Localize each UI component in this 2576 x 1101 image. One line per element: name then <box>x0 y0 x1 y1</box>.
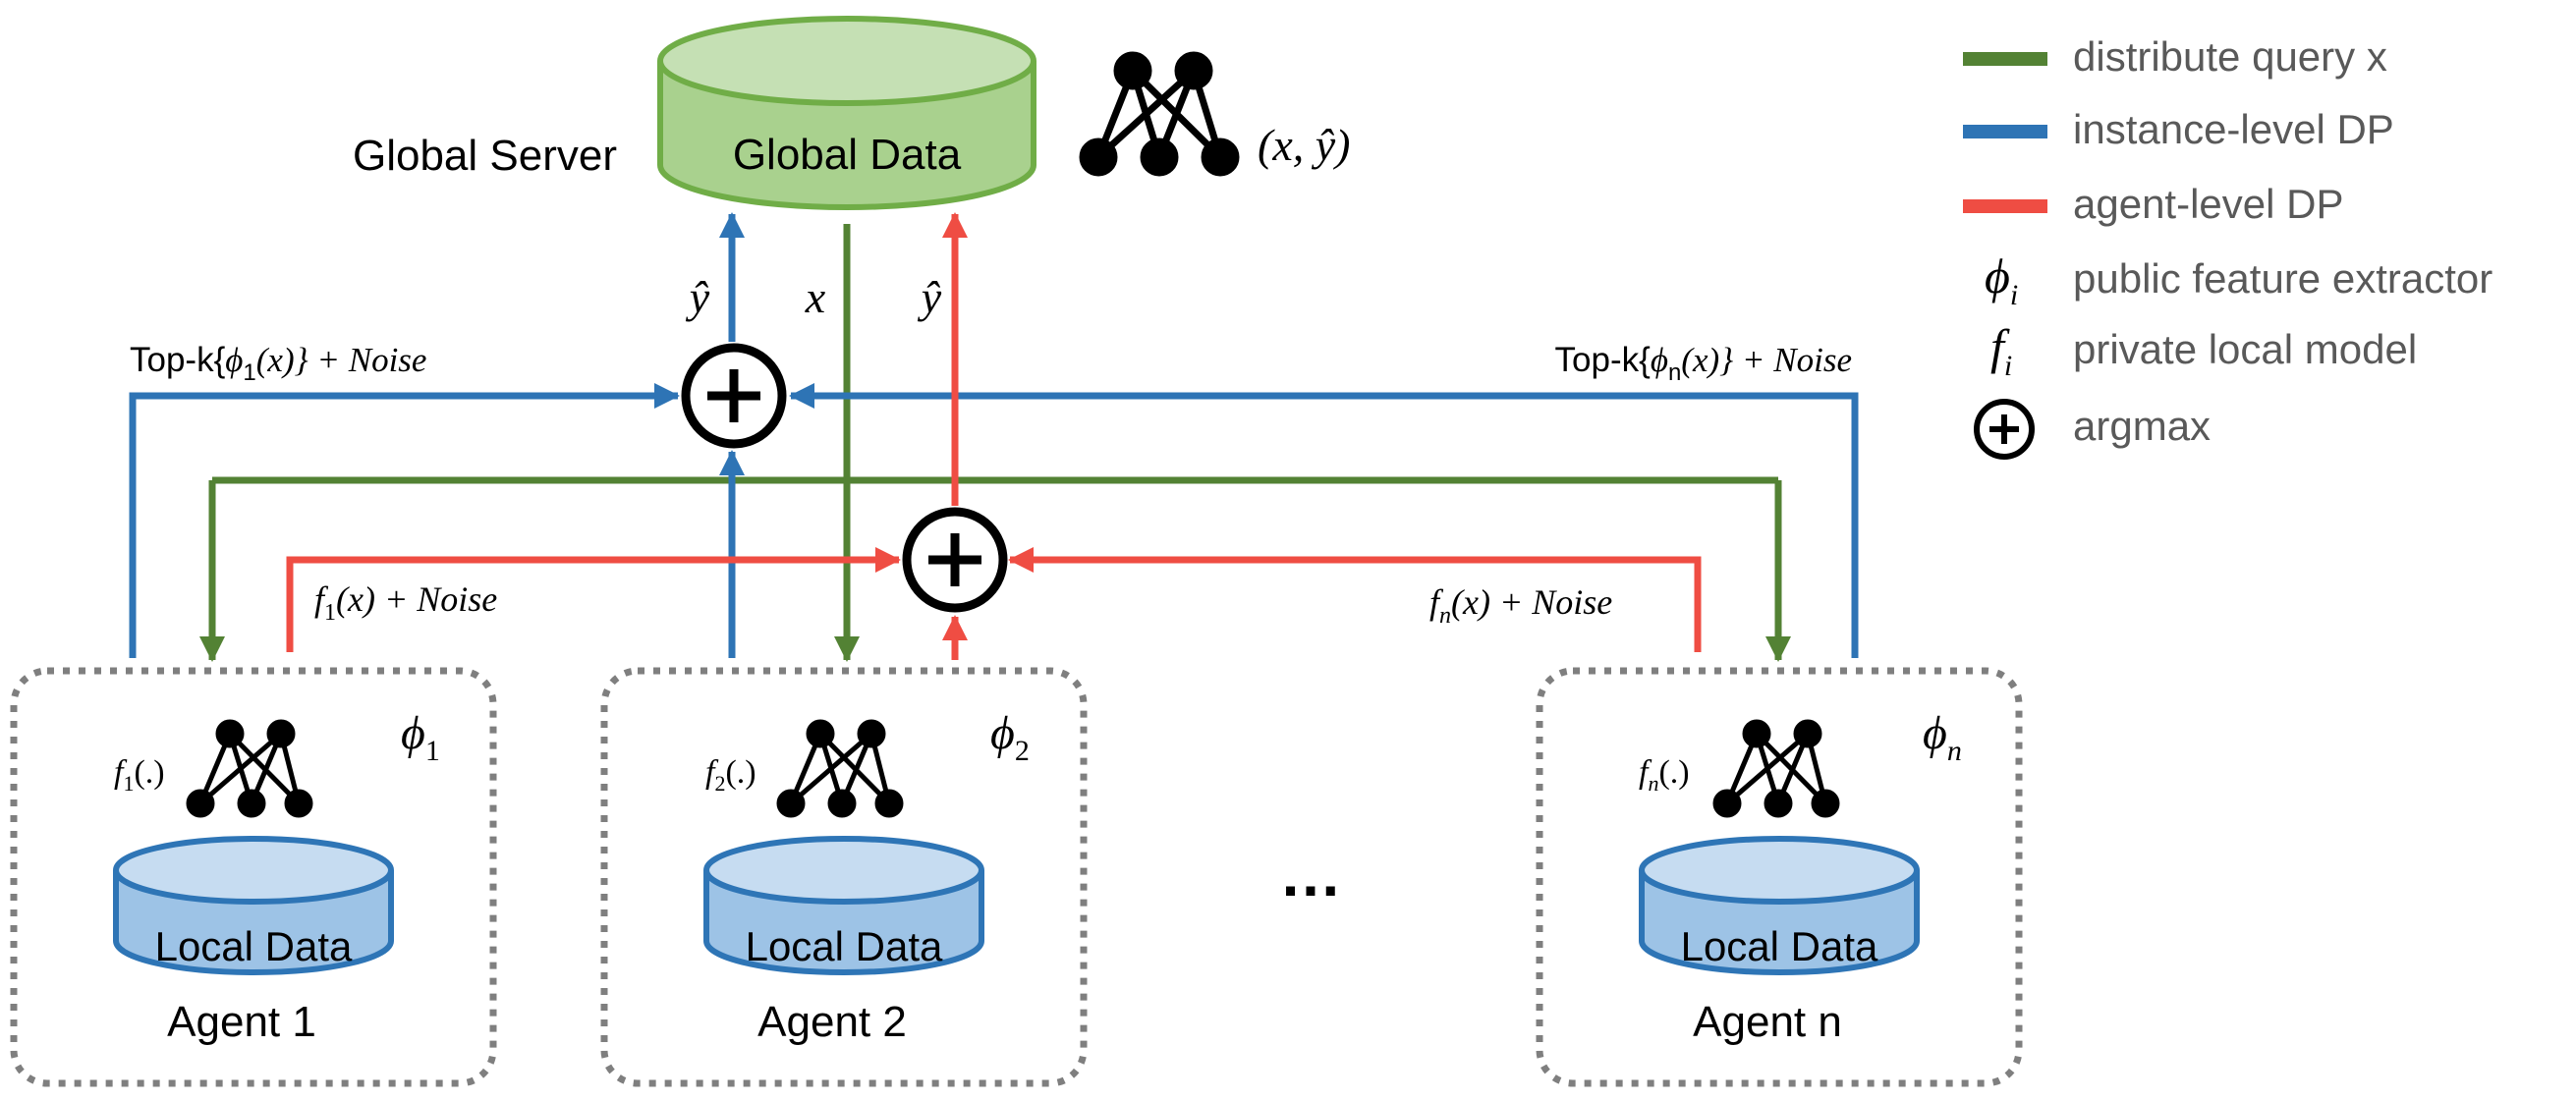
agent-box-n <box>1536 667 2023 1087</box>
red-arrow-agent1 <box>286 547 901 652</box>
blue-instance-lines <box>129 212 1859 658</box>
local-data-label: Local Data <box>155 923 353 969</box>
agent-n: ϕn fn(.) Local Data Agent n <box>1639 707 1962 1046</box>
local-data-cylinder: Local Data <box>703 836 984 975</box>
network-icon-global <box>1079 51 1240 177</box>
legend-item-distribute-query: distribute query x <box>1963 33 2387 80</box>
topk-left-label: Top-k{ϕ1(x)} + Noise <box>130 341 426 386</box>
global-server-label: Global Server <box>353 132 617 180</box>
agent-box-border <box>10 667 497 1087</box>
plus-icon <box>707 369 760 422</box>
legend-symbol-f: fi <box>1990 319 2012 382</box>
legend-label: private local model <box>2073 326 2417 372</box>
legend-label: agent-level DP <box>2073 181 2343 227</box>
legend-label: public feature extractor <box>2073 255 2492 302</box>
plus-icon <box>928 533 981 586</box>
local-data-label: Local Data <box>746 923 943 969</box>
legend: distribute query x instance-level DP age… <box>1963 33 2492 460</box>
ellipsis: … <box>1279 839 1342 909</box>
f-label: fn(.) <box>1639 754 1690 796</box>
yhat-label-red: ŷ <box>918 272 942 322</box>
red-arrow-agentn <box>1008 547 1702 652</box>
topk-right-label: Top-k{ϕn(x)} + Noise <box>1555 341 1852 386</box>
global-data-cylinder: Global Data <box>657 16 1036 210</box>
phi-label: ϕ1 <box>401 707 440 767</box>
agent-1: ϕ1 f1(.) Local Data Agent 1 <box>113 707 440 1046</box>
phi-label: ϕ2 <box>990 707 1030 767</box>
agent-2: ϕ2 f2(.) Local Data Agent 2 <box>703 707 1030 1046</box>
network-icon <box>1712 719 1840 818</box>
agent-name: Agent n <box>1693 998 1842 1046</box>
agent-box-1 <box>10 667 497 1087</box>
green-distribute-lines <box>199 224 1791 662</box>
blue-arrow-agent1 <box>129 383 680 658</box>
legend-item-instance-dp: instance-level DP <box>1963 106 2394 152</box>
pair-label: (x, ŷ) <box>1258 120 1350 170</box>
local-data-cylinder: Local Data <box>1639 836 1920 975</box>
legend-label: distribute query x <box>2073 33 2387 80</box>
phi-label: ϕn <box>1923 707 1962 767</box>
local-data-cylinder: Local Data <box>113 836 394 975</box>
agent-name: Agent 2 <box>757 998 907 1046</box>
legend-item-f: fi private local model <box>1990 319 2417 382</box>
legend-item-agent-dp: agent-level DP <box>1963 181 2343 227</box>
f1-noise-label: f1(x) + Noise <box>314 579 497 626</box>
global-data-label: Global Data <box>733 131 962 179</box>
f-label: f2(.) <box>705 754 756 796</box>
agent-name: Agent 1 <box>167 998 316 1046</box>
yhat-label-blue: ŷ <box>686 272 710 322</box>
argmax-blue <box>681 343 787 449</box>
x-label-green: x <box>805 272 826 322</box>
plus-icon <box>1989 414 2019 444</box>
fn-noise-label: fn(x) + Noise <box>1429 582 1612 629</box>
agent-box-border <box>1536 667 2023 1087</box>
legend-item-argmax: argmax <box>1974 399 2211 460</box>
network-icon <box>776 719 904 818</box>
legend-label: argmax <box>2073 403 2211 449</box>
agent-box-2 <box>600 667 1088 1087</box>
legend-label: instance-level DP <box>2073 106 2394 152</box>
local-data-label: Local Data <box>1681 923 1878 969</box>
network-icon <box>186 719 313 818</box>
blue-arrow-agentn <box>789 383 1859 658</box>
f-label: f1(.) <box>114 754 165 796</box>
red-agent-lines <box>286 212 1702 660</box>
agent-box-border <box>600 667 1088 1087</box>
legend-item-phi: ϕi public feature extractor <box>1985 248 2492 311</box>
legend-symbol-phi: ϕi <box>1985 248 2018 311</box>
argmax-red <box>902 507 1008 613</box>
